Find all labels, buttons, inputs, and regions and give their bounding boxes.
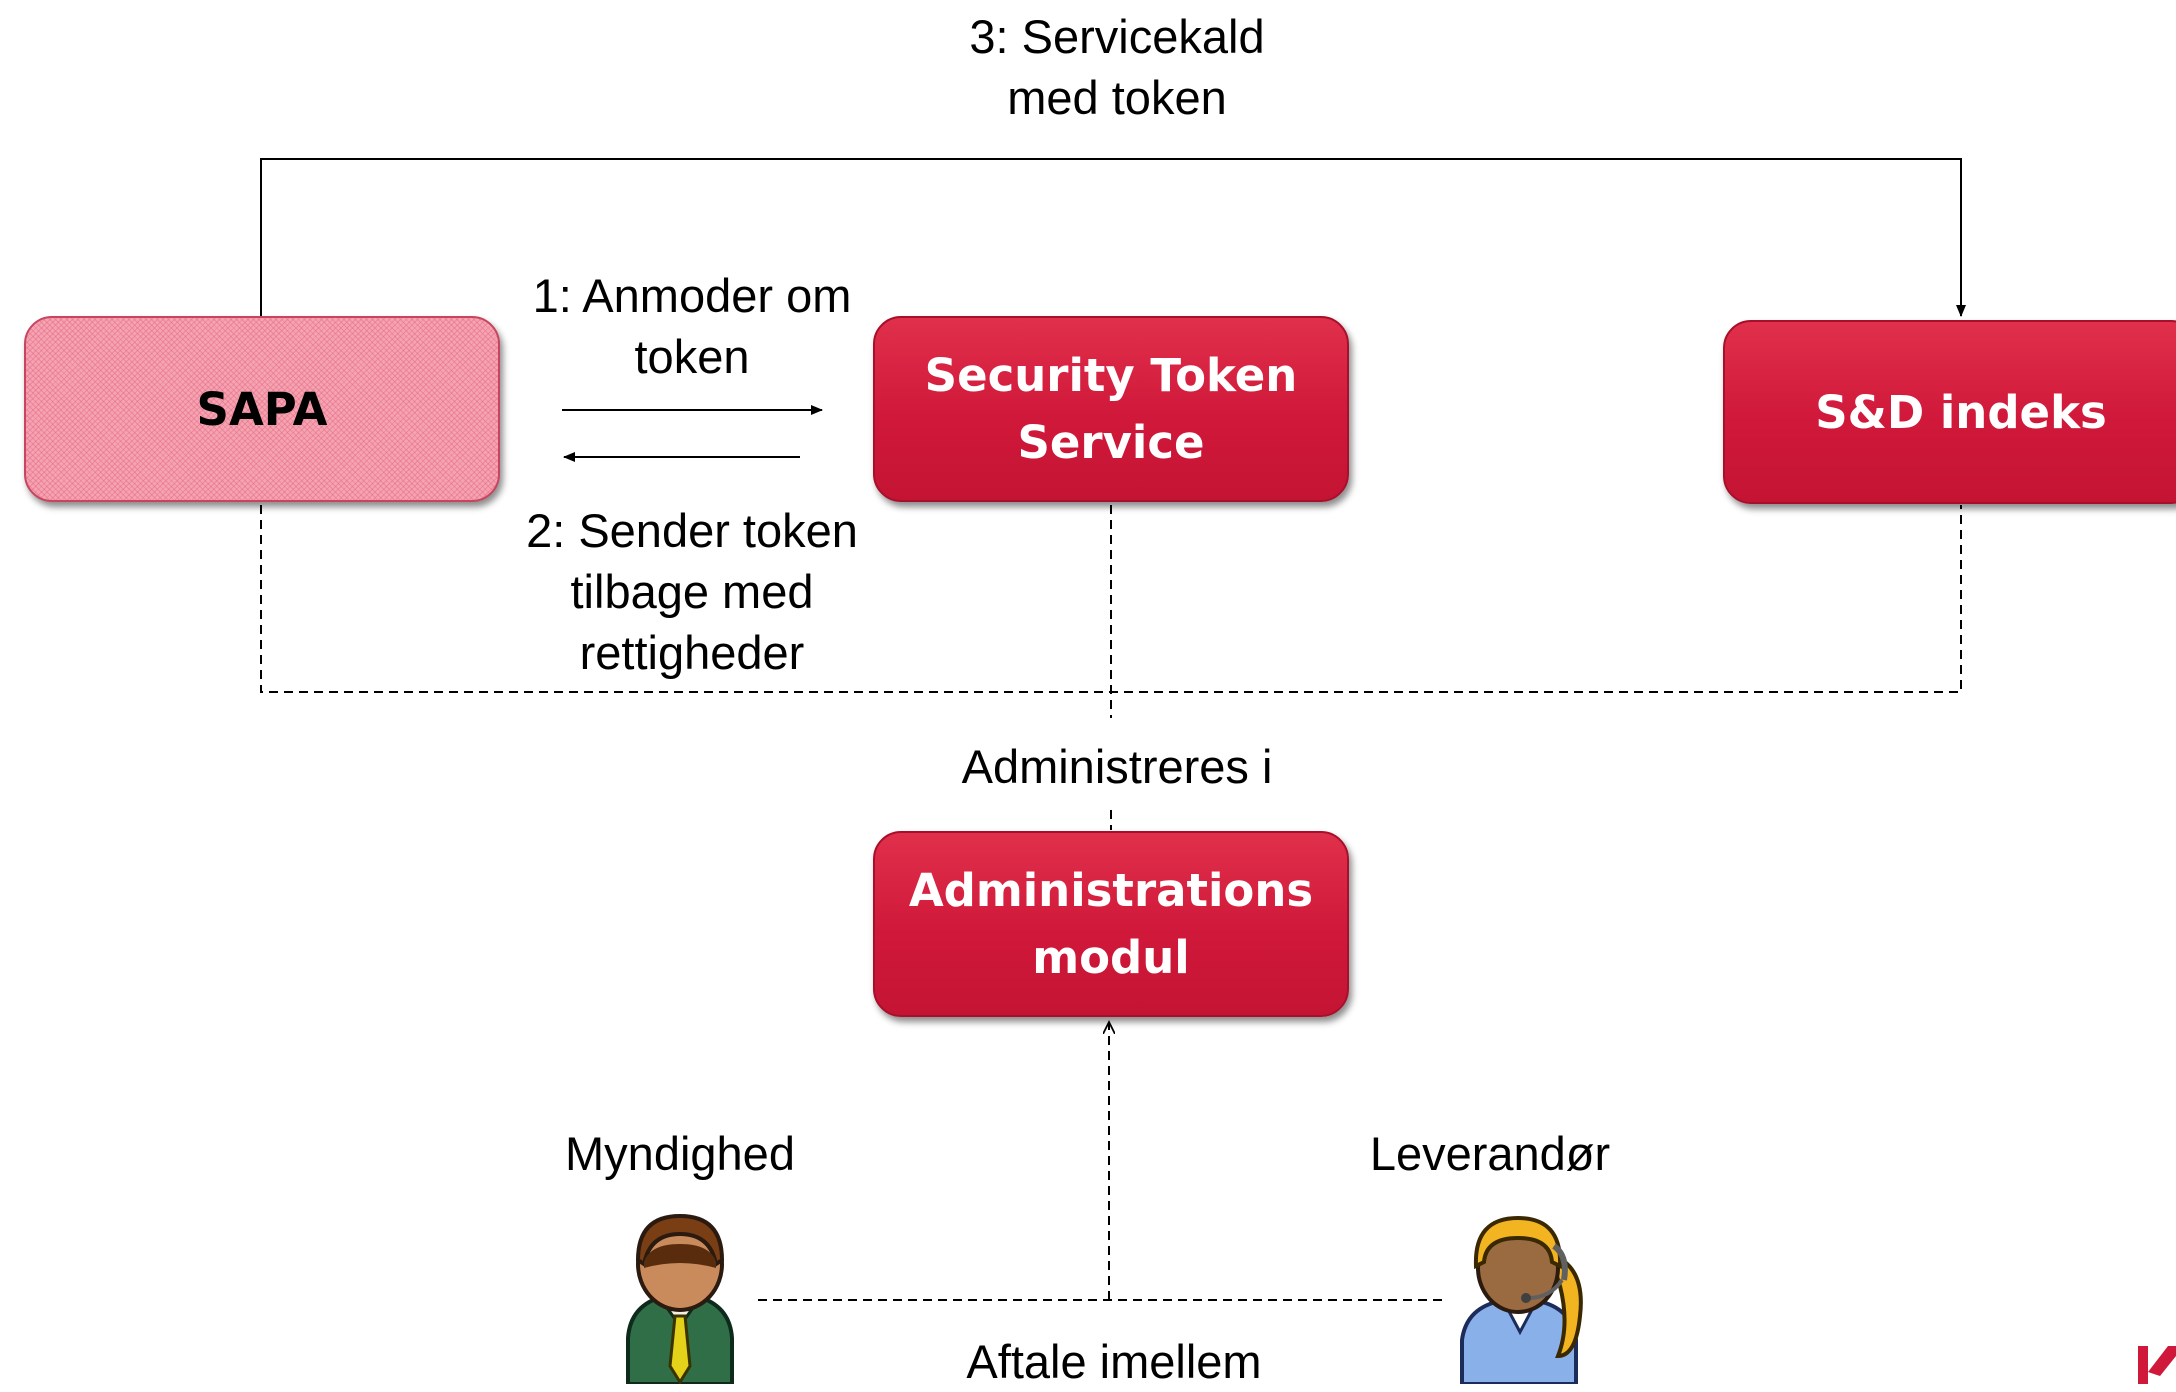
administration-module-node[interactable]: Administrations modul	[873, 831, 1349, 1017]
send-token-back-label: 2: Sender token tilbage med rettigheder	[492, 500, 892, 683]
person-with-tie-icon	[626, 1213, 734, 1384]
request-token-label-line-1: 1: Anmoder om	[532, 269, 852, 322]
supplier-label: Leverandør	[1369, 1127, 1611, 1180]
service-call-label-line-2: med token	[1007, 71, 1227, 124]
sd-index-node[interactable]: S&D indeks	[1723, 320, 2176, 504]
authority-label: Myndighed	[565, 1127, 795, 1180]
service-call-label: 3: Servicekald med token	[917, 6, 1317, 128]
dashed-bus-connector	[260, 505, 1962, 830]
sts-label-line-2: Service	[1017, 416, 1205, 469]
admin-label-line-1: Administrations	[908, 864, 1314, 917]
agreement-connector	[758, 1022, 1448, 1301]
administered-in-label: Administreres i	[961, 740, 1273, 793]
sd-index-label: S&D indeks	[1815, 385, 2107, 439]
send-token-back-label-line-2: tilbage med	[570, 565, 814, 618]
service-call-label-line-1: 3: Servicekald	[969, 10, 1265, 63]
send-token-back-label-line-1: 2: Sender token	[526, 504, 858, 557]
sapa-label: SAPA	[196, 382, 328, 436]
sts-label-line-1: Security Token	[924, 349, 1298, 402]
brand-logo-icon	[2138, 1346, 2176, 1384]
security-token-service-node[interactable]: Security Token Service	[873, 316, 1349, 502]
person-with-headset-icon	[1460, 1215, 1583, 1384]
sapa-node[interactable]: SAPA	[24, 316, 500, 502]
request-token-label: 1: Anmoder om token	[492, 265, 892, 387]
service-call-connector	[260, 158, 1966, 318]
agreement-label: Aftale imellem	[966, 1335, 1262, 1388]
send-token-back-label-line-3: rettigheder	[579, 626, 805, 679]
admin-label-line-2: modul	[1032, 931, 1190, 984]
request-token-label-line-2: token	[634, 330, 750, 383]
